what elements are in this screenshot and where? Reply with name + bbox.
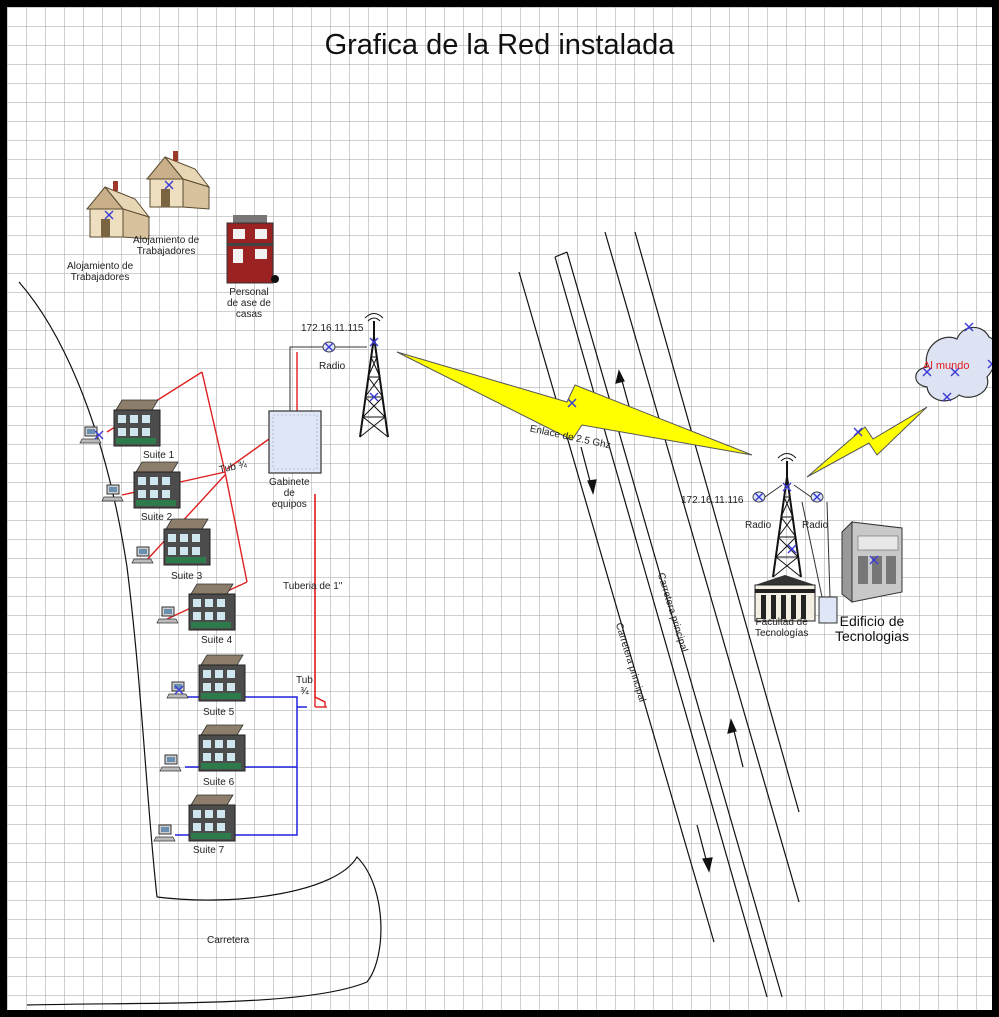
road-line-3 xyxy=(566,251,783,998)
computer-icon-7 xyxy=(153,824,176,842)
left-tower-icon xyxy=(359,312,389,438)
computer-icon-2 xyxy=(101,484,124,502)
gabinete-to-radio-link xyxy=(289,346,367,412)
suite-icon-5 xyxy=(198,654,246,702)
road-line-6 xyxy=(554,251,568,258)
tub-bottom-label: Tub ¾ xyxy=(296,675,313,697)
road-line-2 xyxy=(554,256,768,998)
cloud-icon xyxy=(915,322,992,402)
computer-icon-6 xyxy=(159,754,182,772)
suite-1-label: Suite 1 xyxy=(143,450,175,461)
road-line-4 xyxy=(604,231,800,903)
tuberia-label: Tuberia de 1" xyxy=(283,581,343,592)
diagram-drawing xyxy=(18,150,992,1006)
cloud-lightning-icon xyxy=(806,406,928,478)
suite-3-label: Suite 3 xyxy=(171,571,203,582)
suite-7-label: Suite 7 xyxy=(193,845,225,856)
ip-right-label: 172.16.11.116 xyxy=(681,495,744,506)
computer-icon-3 xyxy=(131,546,154,564)
radio-right-2-icon xyxy=(811,492,823,502)
personal-label: Personal de ase de casas xyxy=(227,287,271,320)
radio-right-label-1: Radio xyxy=(745,520,772,531)
suite-5-label: Suite 5 xyxy=(203,707,235,718)
al-mundo-label: Al mundo xyxy=(923,360,970,372)
red-house-icon xyxy=(226,215,279,284)
suite-icon-2 xyxy=(133,461,181,509)
suite-4-label: Suite 4 xyxy=(201,635,233,646)
radio-right-1-icon xyxy=(753,492,765,502)
edificio-label: Edificio de Tecnologias xyxy=(835,613,909,644)
computer-icon-5 xyxy=(166,681,189,699)
house-icon-2 xyxy=(146,150,210,210)
cabinet-icon xyxy=(268,410,322,474)
suite-icon-3 xyxy=(163,518,211,566)
gabinete-label: Gabinete de equipos xyxy=(269,477,310,510)
datacenter-icon xyxy=(841,520,903,604)
radio-left-label: Radio xyxy=(319,361,346,372)
faculty-building-icon xyxy=(754,575,816,622)
suite-6-label: Suite 6 xyxy=(203,777,235,788)
carretera-bottom-edge xyxy=(26,856,382,1006)
road-line-5 xyxy=(634,231,800,813)
alojamiento-label-1: Alojamiento de Trabajadores xyxy=(67,261,134,283)
road-line-1 xyxy=(518,271,715,943)
house-icon-1 xyxy=(86,180,150,240)
lightning-icon xyxy=(396,351,753,456)
suite-icon-7 xyxy=(188,794,236,842)
network-diagram-canvas: Grafica de la Red instalada xyxy=(7,7,992,1010)
suite-icon-1 xyxy=(113,399,161,447)
computer-icon-1 xyxy=(79,426,102,444)
carretera-boundary xyxy=(18,281,158,898)
alojamiento-label-2: Alojamiento de Trabajadores xyxy=(133,235,200,257)
suite-2-label: Suite 2 xyxy=(141,512,173,523)
carretera-label: Carretera xyxy=(207,935,250,946)
ip-left-label: 172.16.11.115 xyxy=(301,323,364,334)
diagram-title: Grafica de la Red instalada xyxy=(324,29,675,61)
radio-left-icon xyxy=(323,342,335,352)
right-tower-icon xyxy=(772,452,802,578)
small-cabinet-icon xyxy=(818,596,838,624)
direction-arrows xyxy=(580,369,744,873)
facultad-label: Facultad de Tecnologías xyxy=(755,617,809,639)
suite-icon-4 xyxy=(188,583,236,631)
suite-icon-6 xyxy=(198,724,246,772)
radio-right-label-2: Radio xyxy=(802,520,829,531)
